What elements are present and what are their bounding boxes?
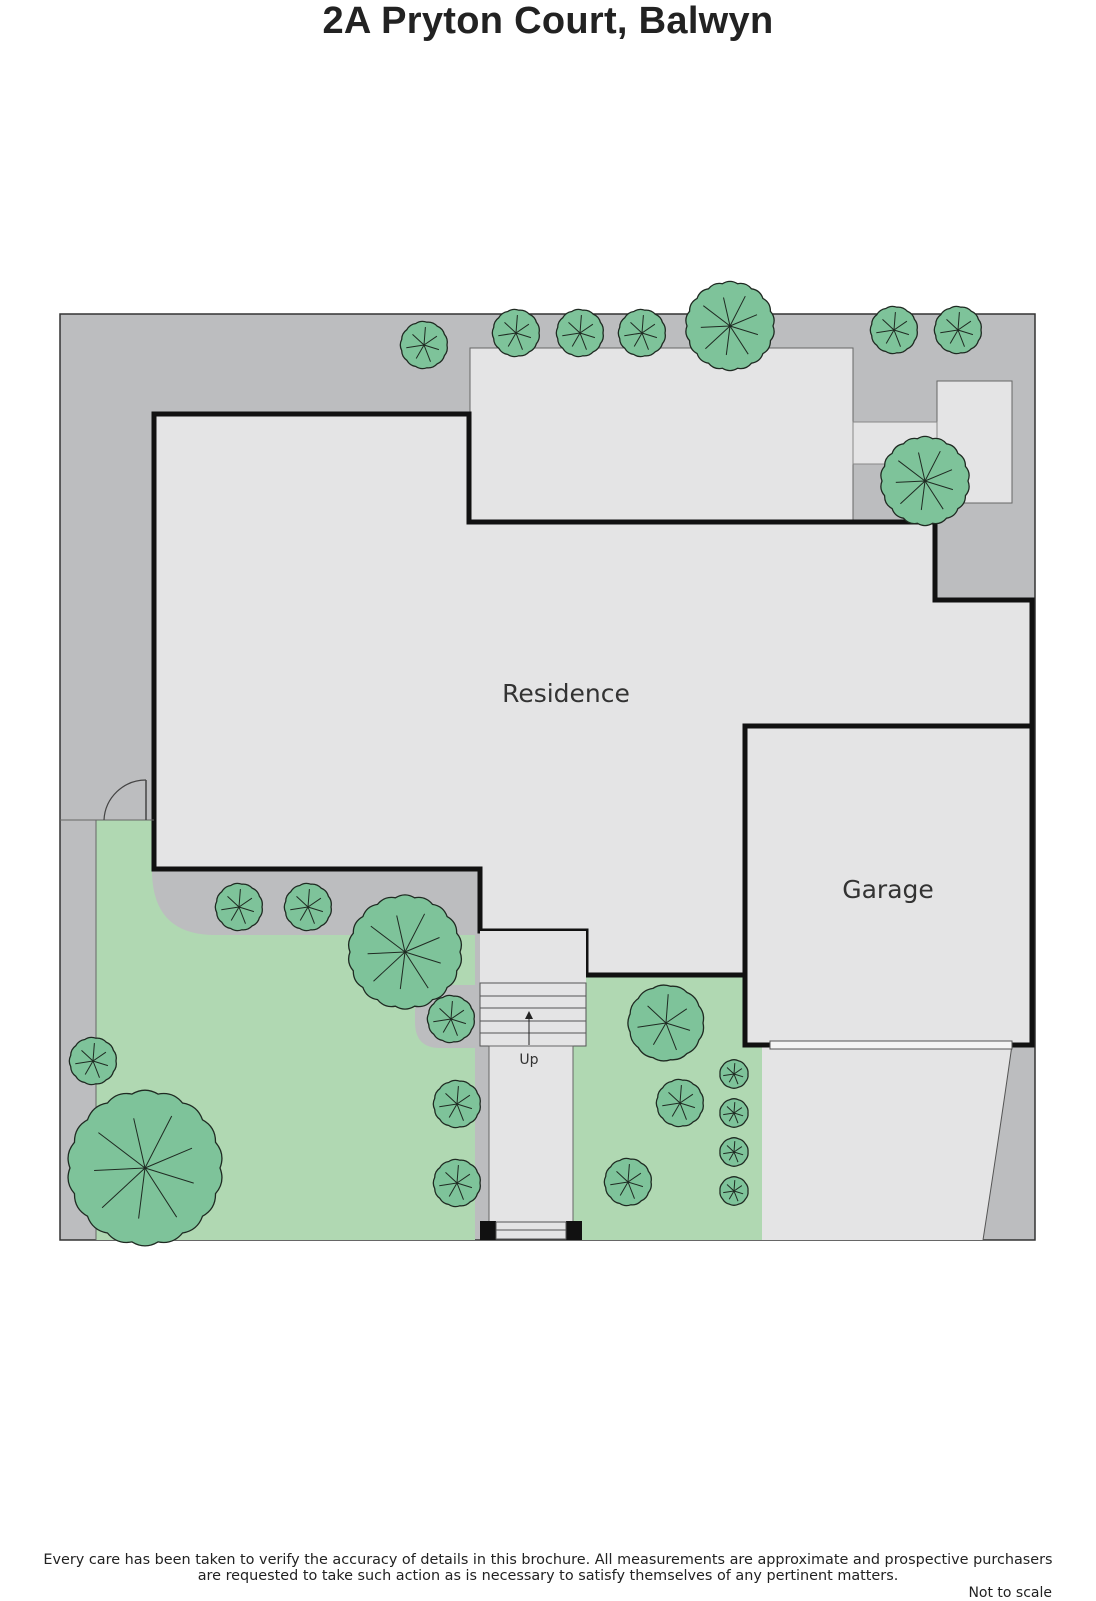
- tree-icon: [869, 305, 918, 355]
- disclaimer-line-1: Every care has been taken to verify the …: [43, 1552, 1053, 1568]
- tree-icon: [719, 1176, 749, 1206]
- tree-icon: [67, 1089, 223, 1247]
- disclaimer-line-2: are requested to take such action as is …: [197, 1567, 899, 1584]
- front-gate: [480, 1221, 582, 1240]
- garage-door: [769, 1040, 1013, 1050]
- tree-icon: [627, 984, 705, 1062]
- stairs-up-label: Up: [519, 1052, 538, 1068]
- front-path: [488, 1045, 574, 1223]
- scale-note: Not to scale: [968, 1585, 1052, 1601]
- tree-icon: [399, 320, 448, 370]
- tree-icon: [491, 308, 540, 358]
- tree-icon: [719, 1059, 749, 1089]
- driveway: [762, 1045, 1012, 1240]
- tree-icon: [933, 305, 982, 355]
- tree-icon: [432, 1158, 481, 1208]
- garage-label: Garage: [842, 875, 934, 904]
- tree-icon: [555, 308, 604, 358]
- plan-title: 2A Pryton Court, Balwyn: [322, 0, 774, 42]
- disclaimer: Every care has been taken to verify the …: [0, 1552, 1096, 1584]
- tree-icon: [617, 308, 666, 358]
- tree-icon: [432, 1079, 481, 1129]
- rear-deck: [469, 347, 854, 524]
- residence-label: Residence: [502, 679, 630, 708]
- tree-icon: [603, 1157, 652, 1207]
- tree-icon: [880, 435, 970, 527]
- tree-icon: [685, 280, 775, 372]
- stairs-up-arrow-icon: [525, 1011, 533, 1045]
- tree-icon: [68, 1036, 117, 1086]
- trees-group: [67, 280, 982, 1247]
- tree-icon: [214, 882, 263, 932]
- tree-icon: [347, 894, 463, 1010]
- tree-icon: [719, 1137, 749, 1167]
- tree-icon: [655, 1078, 704, 1128]
- garage-outline: [742, 723, 1035, 1048]
- tree-icon: [719, 1098, 749, 1128]
- porch-landing: [480, 931, 586, 983]
- tree-icon: [283, 882, 332, 932]
- tree-icon: [426, 994, 475, 1044]
- entry-stairs: [479, 982, 587, 1047]
